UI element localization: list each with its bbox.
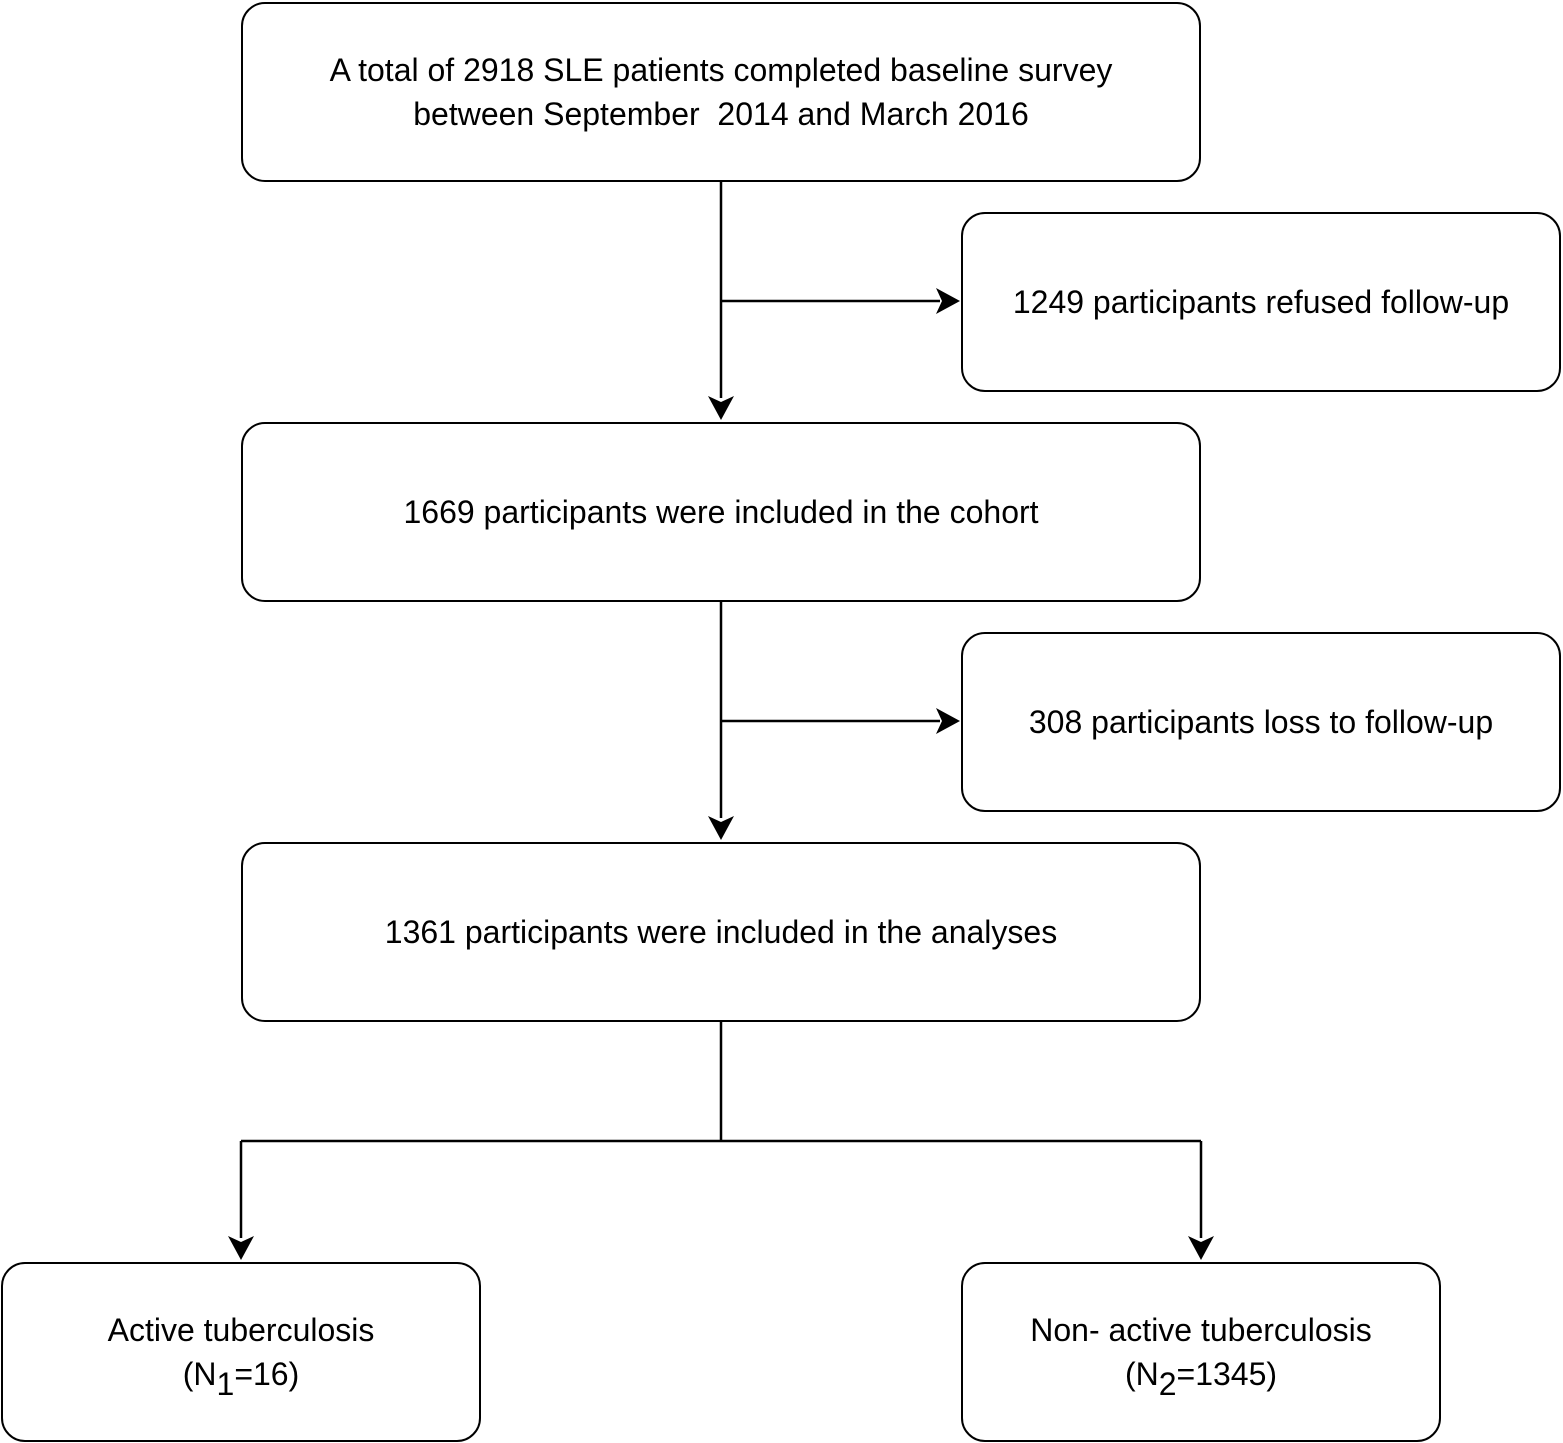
refused-follow-up-box: 1249 participants refused follow-up [961,212,1561,392]
active-count-subscript: 1 [216,1366,235,1402]
loss-to-follow-up-box: 308 participants loss to follow-up [961,632,1561,812]
arrowhead-cohort [708,396,734,420]
arrowhead-loss [936,708,960,734]
refused-follow-up-text: 1249 participants refused follow-up [1012,284,1510,320]
active-tuberculosis-box: Active tuberculosis (N1=16) [1,1262,481,1442]
cohort-box: 1669 participants were included in the c… [241,422,1201,602]
active-tuberculosis-text: Active tuberculosis (N1=16) [107,1308,375,1400]
non-active-tuberculosis-text: Non- active tuberculosis (N2=1345) [1030,1308,1372,1400]
non-active-tuberculosis-box: Non- active tuberculosis (N2=1345) [961,1262,1441,1442]
non-active-tuberculosis-count: (N2=1345) [1030,1352,1371,1400]
baseline-survey-box: A total of 2918 SLE patients completed b… [241,2,1201,182]
loss-to-follow-up-text: 308 participants loss to follow-up [1028,704,1494,740]
active-count-value: =16) [234,1356,300,1392]
active-tuberculosis-label: Active tuberculosis [107,1312,375,1348]
active-tuberculosis-count: (N1=16) [108,1352,375,1400]
cohort-text: 1669 participants were included in the c… [403,494,1039,530]
nonactive-count-value: =1345) [1176,1356,1278,1392]
analyses-text: 1361 participants were included in the a… [384,914,1058,950]
analyses-box: 1361 participants were included in the a… [241,842,1201,1022]
active-count-prefix: (N [182,1356,217,1392]
nonactive-count-prefix: (N [1124,1356,1159,1392]
arrowhead-nonactive [1188,1236,1214,1260]
baseline-survey-line-1: A total of 2918 SLE patients completed b… [329,52,1113,88]
non-active-tuberculosis-label: Non- active tuberculosis [1030,1312,1372,1348]
nonactive-count-subscript: 2 [1158,1366,1177,1402]
arrowhead-analyses [708,816,734,840]
arrowhead-active [228,1236,254,1260]
arrowhead-refused [936,288,960,314]
baseline-survey-text: A total of 2918 SLE patients completed b… [330,48,1113,136]
baseline-survey-line-2: between September 2014 and March 2016 [413,96,1029,132]
